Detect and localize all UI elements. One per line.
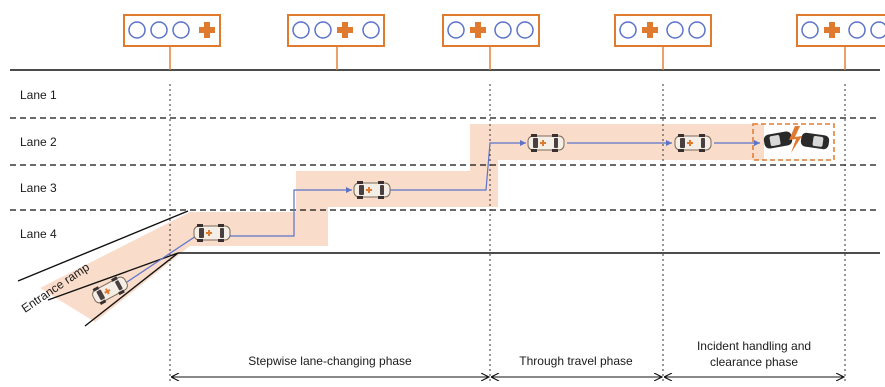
open-lane-icon (314, 21, 332, 39)
sign-1 (123, 14, 221, 70)
road-markings (10, 69, 880, 327)
ambulance-icon (674, 133, 712, 153)
open-lane-icon (172, 21, 190, 39)
sign-5 (796, 14, 885, 70)
phase-label: Stepwise lane-changing phase (248, 354, 412, 368)
closed-lane-cross-icon (642, 22, 658, 38)
open-lane-icon (801, 21, 819, 39)
ramp-outer-edge (84, 252, 179, 327)
path-highlight (40, 124, 764, 322)
ramp-highlight (40, 212, 190, 322)
lane-label: Lane 4 (20, 227, 57, 241)
open-lane-icon (870, 21, 885, 39)
lane-labels: Lane 1 Lane 2 Lane 3 Lane 4 (20, 88, 57, 241)
ambulance-icon (353, 180, 391, 200)
sign-3 (442, 14, 540, 70)
open-lane-icon (516, 21, 534, 39)
closed-lane-cross-icon (337, 22, 353, 38)
highlight-lane2 (470, 124, 764, 160)
highlight-lane3 (296, 171, 498, 207)
incident-scene (752, 123, 835, 161)
lane-label: Lane 3 (20, 181, 57, 195)
open-lane-icon (619, 21, 637, 39)
lane-label: Lane 1 (20, 88, 57, 102)
open-lane-icon (447, 21, 465, 39)
open-lane-icon (666, 21, 684, 39)
open-lane-icon (128, 21, 146, 39)
lane-label: Lane 2 (20, 135, 57, 149)
open-lane-icon (362, 21, 380, 39)
lane-control-signs (123, 14, 885, 70)
ambulance-icon (193, 223, 231, 243)
phase-label: clearance phase (710, 355, 798, 369)
open-lane-icon (150, 21, 168, 39)
closed-lane-cross-icon (470, 22, 486, 38)
phase-label: Incident handling and (697, 339, 811, 353)
open-lane-icon (292, 21, 310, 39)
ambulance-icon (527, 133, 565, 153)
incident-zone (752, 123, 835, 161)
open-lane-icon (848, 21, 866, 39)
vehicle-trajectory-2 (372, 140, 526, 191)
ramp-line-2 (47, 252, 179, 301)
phase-label: Through travel phase (519, 354, 633, 368)
open-lane-icon (494, 21, 512, 39)
closed-lane-cross-icon (199, 22, 215, 38)
closed-lane-cross-icon (824, 22, 840, 38)
vehicle-trajectory (114, 187, 352, 291)
crashed-car-icon (800, 132, 830, 150)
sign-4 (614, 14, 712, 70)
crashed-car-icon (763, 131, 793, 149)
collision-spark-icon (789, 126, 802, 153)
ramp-inner-edge (17, 210, 189, 282)
open-lane-icon (688, 21, 706, 39)
sign-2 (287, 14, 385, 70)
